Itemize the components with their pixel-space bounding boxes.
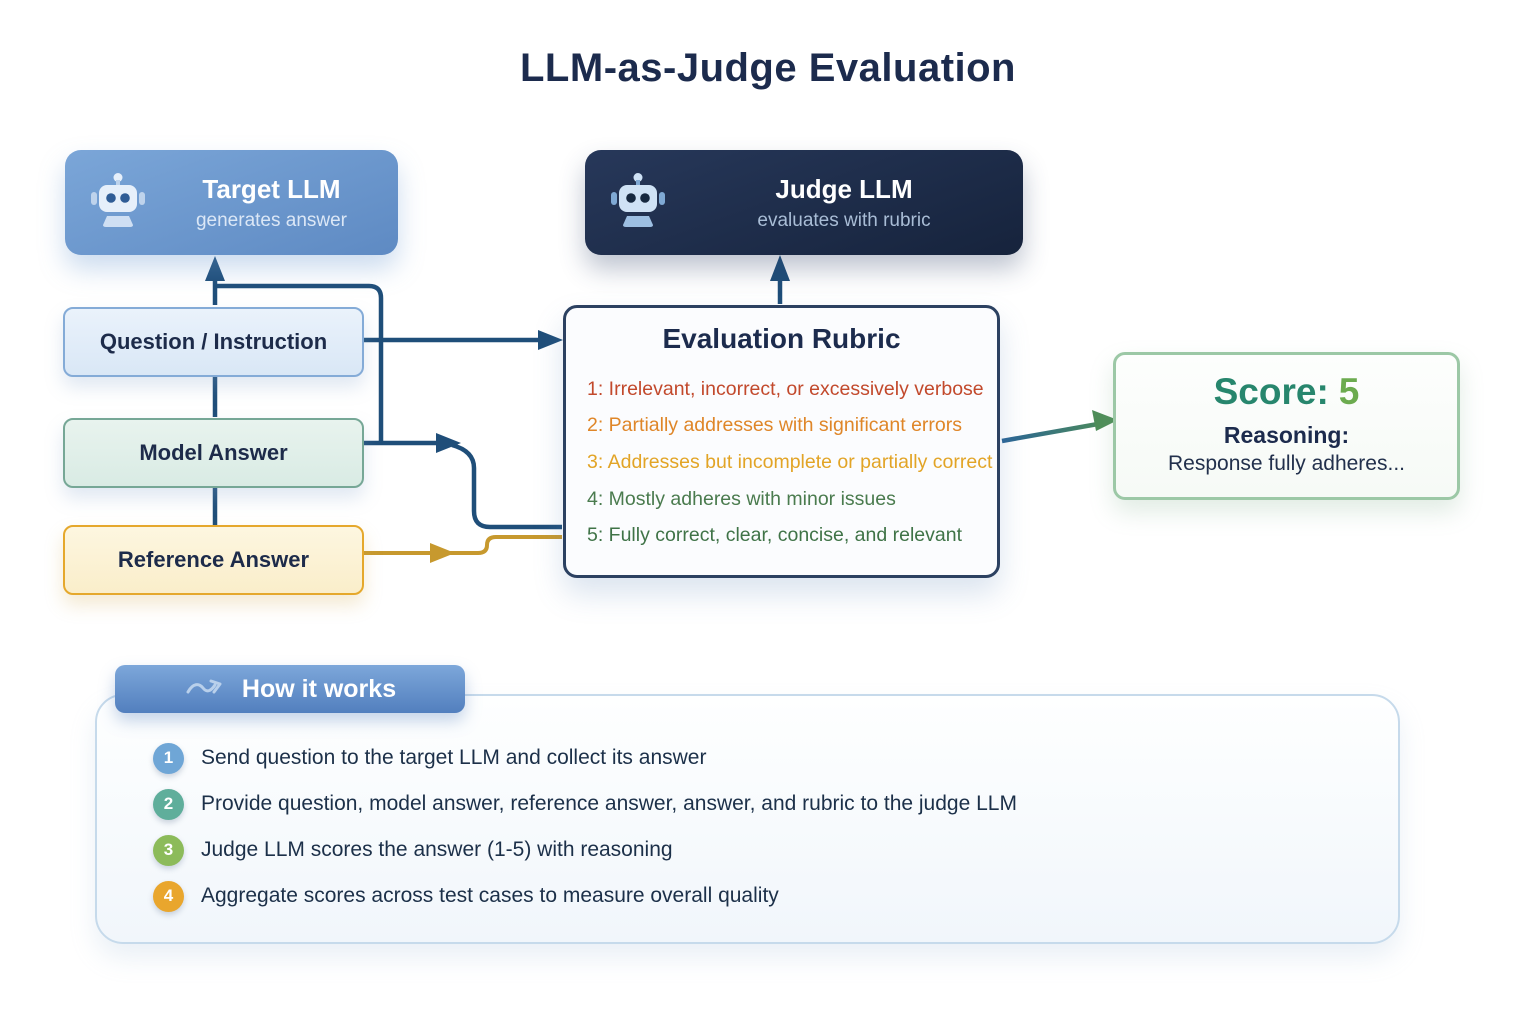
rubric-item: 2: Partially addresses with significant …	[587, 414, 962, 437]
step-row: 2 Provide question, model answer, refere…	[153, 781, 1017, 827]
arrowhead-up-target	[205, 256, 225, 281]
arrowhead-reference	[430, 543, 455, 563]
rubric-item: 1: Irrelevant, incorrect, or excessively…	[587, 377, 984, 400]
page-title: LLM-as-Judge Evaluation	[520, 46, 1016, 90]
step-text: Send question to the target LLM and coll…	[201, 746, 707, 769]
arrowhead-model	[436, 433, 461, 453]
how-it-works-panel	[95, 694, 1400, 944]
rubric-items: 1: Irrelevant, incorrect, or excessively…	[587, 371, 997, 554]
rubric-item: 4: Mostly adheres with minor issues	[587, 487, 896, 510]
reasoning-text: Response fully adheres...	[1168, 452, 1405, 475]
model-answer-box: Model Answer	[63, 418, 364, 488]
model-answer-label: Model Answer	[139, 440, 288, 465]
robot-icon	[91, 172, 145, 227]
squiggle-arrow-icon	[186, 679, 222, 694]
step-number-badge: 4	[153, 880, 184, 912]
rubric-item: 5: Fully correct, clear, concise, and re…	[587, 524, 963, 547]
evaluation-rubric-box: Evaluation Rubric 1: Irrelevant, incorre…	[563, 305, 1000, 578]
score-value: 5	[1338, 371, 1360, 412]
step-row: 4 Aggregate scores across test cases to …	[153, 873, 1017, 919]
step-reference-to-rubric	[448, 535, 562, 555]
step-text: Judge LLM scores the answer (1-5) with r…	[201, 838, 673, 861]
question-instruction-box: Question / Instruction	[63, 307, 364, 377]
arrowhead-up-judge	[770, 255, 790, 281]
step-text: Aggregate scores across test cases to me…	[201, 884, 779, 907]
arrowhead-rubric-question	[538, 330, 563, 350]
step-number-badge: 1	[153, 742, 184, 774]
rubric-item: 3: Addresses but incomplete or partially…	[587, 450, 993, 473]
step-text: Provide question, model answer, referenc…	[201, 792, 1017, 815]
step-number-badge: 3	[153, 834, 184, 866]
score-line: Score:5	[1116, 371, 1457, 413]
branch-answer-line	[217, 283, 384, 442]
rubric-title: Evaluation Rubric	[662, 323, 901, 354]
arrowhead-score	[1092, 410, 1118, 431]
reference-answer-label: Reference Answer	[117, 547, 310, 572]
step-number-badge: 2	[153, 788, 184, 820]
step-row: 3 Judge LLM scores the answer (1-5) with…	[153, 827, 1017, 873]
reference-answer-box: Reference Answer	[63, 525, 364, 595]
score-result-box: Score:5 Reasoning: Response fully adhere…	[1113, 352, 1460, 500]
how-it-works-header: How it works	[115, 665, 465, 713]
how-it-works-title: How it works	[241, 674, 397, 703]
target-llm-card: Target LLM generates answer	[65, 150, 398, 255]
judge-llm-card: Judge LLM evaluates with rubric	[585, 150, 1023, 255]
how-it-works-steps: 1 Send question to the target LLM and co…	[153, 735, 1017, 919]
target-llm-title: Target LLM	[202, 174, 341, 205]
robot-icon	[611, 172, 665, 227]
question-instruction-label: Question / Instruction	[99, 329, 328, 354]
judge-llm-title: Judge LLM	[775, 174, 913, 205]
judge-llm-subtitle: evaluates with rubric	[757, 209, 931, 231]
reasoning-label: Reasoning:	[1223, 422, 1350, 448]
arrow-rubric-to-score	[1001, 421, 1099, 444]
step-row: 1 Send question to the target LLM and co…	[153, 735, 1017, 781]
curve-model-to-rubric	[451, 442, 562, 530]
target-llm-subtitle: generates answer	[195, 209, 348, 231]
score-label: Score:	[1213, 371, 1329, 412]
